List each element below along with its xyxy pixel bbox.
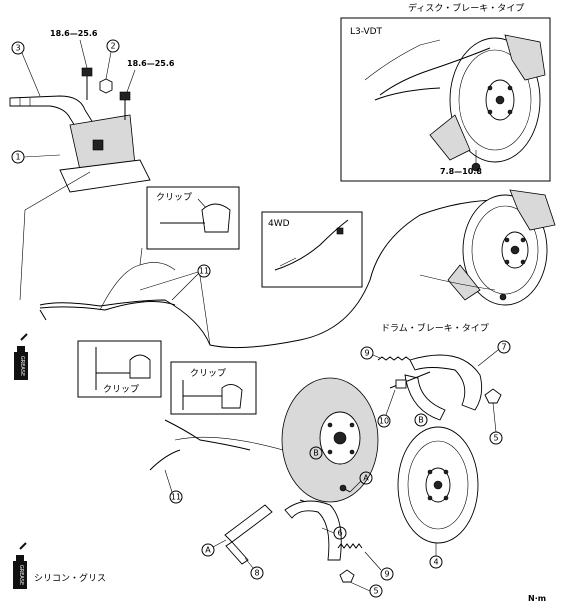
svg-text:クリップ: クリップ [156, 192, 192, 203]
svg-text:11: 11 [171, 493, 181, 502]
svg-text:6: 6 [337, 529, 342, 538]
svg-text:4: 4 [433, 558, 438, 567]
callout-11-lower: 11 [164, 469, 183, 504]
parking-brake-cables [19, 171, 501, 471]
callout-a-right: A [349, 471, 373, 493]
spring-9-lower [337, 543, 363, 549]
callout-10: 10 [377, 389, 396, 428]
four-wd-label: 4WD [268, 219, 290, 229]
unit-label: N·m [528, 594, 546, 603]
drum-brake-type-title: ドラム・ブレーキ・タイプ [381, 322, 489, 334]
callout-11-upper: 11 [139, 264, 211, 346]
callout-4: 4 [429, 543, 443, 569]
disc-brake-assembly [419, 189, 556, 306]
nut-2 [99, 78, 113, 94]
callout-a-left: A [201, 539, 227, 557]
svg-text:A: A [363, 474, 369, 483]
callout-3: 3 [11, 41, 41, 97]
clip-inset-1: クリップ [146, 186, 240, 250]
callout-1: 1 [11, 150, 61, 164]
svg-text:11: 11 [199, 267, 209, 276]
disc-brake-type-title: ディスク・ブレーキ・タイプ [408, 2, 524, 14]
inset-disc-brake-assembly [364, 34, 546, 163]
svg-text:クリップ: クリップ [103, 384, 139, 395]
brake-shoe-6 [284, 500, 342, 561]
clip-inset-2: クリップ [77, 340, 162, 398]
backing-plate [281, 377, 379, 511]
silicone-grease-label: シリコン・グリス [34, 572, 106, 584]
brake-shoe-7 [404, 354, 483, 421]
grease-icon-bottom: GREASE [13, 542, 27, 589]
svg-text:3: 3 [15, 44, 20, 53]
svg-text:2: 2 [110, 42, 115, 51]
svg-text:5: 5 [493, 434, 498, 443]
torque-label-right: 18.6—25.6 [127, 59, 175, 68]
clip-inset-3: クリップ [170, 361, 257, 415]
parking-lever-assembly [9, 95, 151, 193]
torque-label-left: 18.6—25.6 [50, 29, 98, 38]
brake-drum [397, 426, 479, 544]
callout-7: 7 [477, 340, 511, 367]
callout-5-upper: 5 [489, 402, 503, 445]
callout-b-plate: B [309, 446, 323, 460]
svg-text:B: B [313, 449, 319, 458]
parking-lever-8 [224, 504, 273, 565]
adjuster-10 [389, 371, 431, 389]
spring-9-upper [377, 356, 411, 361]
disc-brake-inset-frame [340, 17, 551, 182]
svg-text:7: 7 [501, 343, 506, 352]
four-wd-inset: 4WD [261, 211, 363, 288]
inset-model-label: L3-VDT [350, 27, 383, 37]
svg-text:9: 9 [364, 349, 369, 358]
svg-text:GREASE: GREASE [19, 356, 25, 376]
retainer-clip-5-lower [339, 569, 355, 583]
svg-text:GREASE: GREASE [18, 565, 24, 585]
callout-6: 6 [321, 526, 347, 540]
pin-a-upper [339, 484, 351, 493]
retainer-clip-5-upper [484, 388, 502, 404]
svg-text:クリップ: クリップ [190, 368, 226, 379]
bolt-upper-right [119, 91, 131, 120]
bolt-upper-left [81, 67, 93, 100]
svg-text:B: B [418, 416, 424, 425]
callout-2: 2 [105, 39, 120, 80]
svg-text:1: 1 [15, 153, 20, 162]
svg-text:5: 5 [373, 587, 378, 596]
svg-text:8: 8 [254, 569, 259, 578]
callout-9-upper: 9 [360, 346, 381, 360]
callout-8: 8 [244, 557, 264, 580]
svg-text:9: 9 [384, 570, 389, 579]
callout-9-lower: 9 [364, 551, 394, 581]
inset-torque-label: 7.8—10.8 [440, 167, 482, 176]
callout-5-lower: 5 [349, 581, 383, 598]
svg-text:10: 10 [379, 417, 389, 426]
grease-icon-middle: GREASE [14, 333, 28, 380]
svg-text:A: A [205, 546, 211, 555]
callout-b-shoe: B [414, 413, 428, 427]
